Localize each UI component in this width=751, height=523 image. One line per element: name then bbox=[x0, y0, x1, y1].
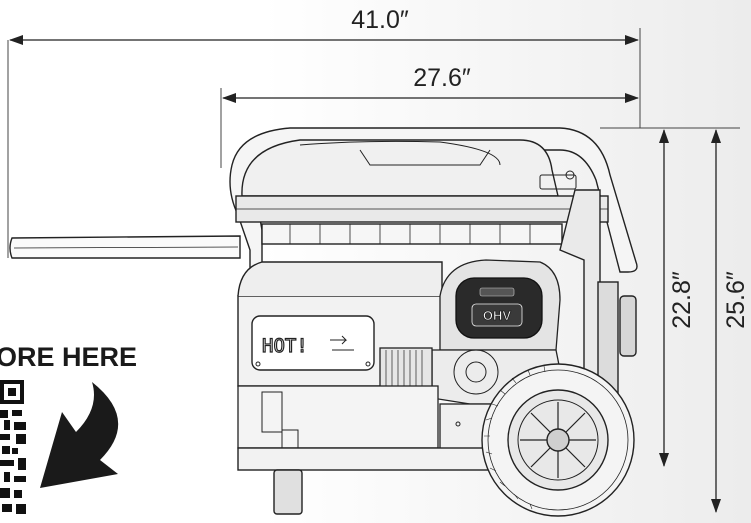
engine-badge: OHV bbox=[483, 308, 512, 323]
overall-height-dimension: 25.6″ bbox=[711, 129, 750, 513]
wheel bbox=[481, 363, 635, 517]
overall-length-dimension: 41.0″ bbox=[7, 6, 641, 258]
hot-decal: HOT! bbox=[262, 335, 308, 357]
frame-height-dimension: 22.8″ bbox=[600, 127, 740, 467]
handle bbox=[9, 235, 241, 259]
body-length-dimension: 27.6″ bbox=[220, 64, 639, 168]
overall-height-label: 25.6″ bbox=[722, 271, 750, 329]
body-length-label: 27.6″ bbox=[413, 64, 471, 92]
frame-height-label: 22.8″ bbox=[668, 271, 696, 329]
curved-arrow-icon bbox=[40, 382, 119, 488]
qr-code-icon bbox=[0, 380, 26, 514]
promo-text: ORE HERE bbox=[0, 342, 137, 372]
overall-length-label: 41.0″ bbox=[351, 6, 409, 34]
